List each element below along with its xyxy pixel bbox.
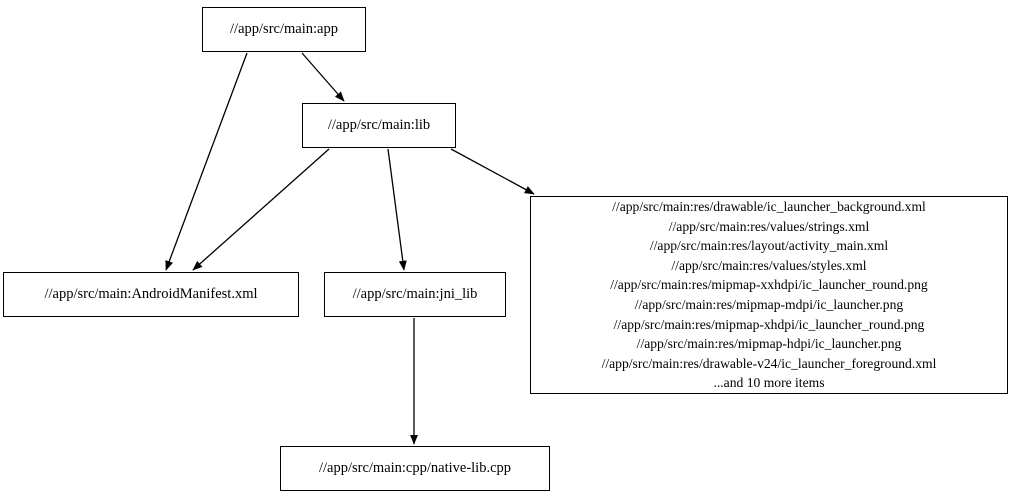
node-lib-label: //app/src/main:lib xyxy=(327,117,431,134)
resource-line-6: //app/src/main:res/mipmap-xhdpi/ic_launc… xyxy=(613,316,925,332)
resource-line-1: //app/src/main:res/values/strings.xml xyxy=(668,218,870,234)
node-native-lib-cpp[interactable]: //app/src/main:cpp/native-lib.cpp xyxy=(280,446,550,491)
resource-line-0: //app/src/main:res/drawable/ic_launcher_… xyxy=(612,199,926,215)
resource-line-3: //app/src/main:res/values/styles.xml xyxy=(671,257,867,273)
edge-lib-to-manifest xyxy=(192,148,330,271)
node-android-manifest[interactable]: //app/src/main:AndroidManifest.xml xyxy=(3,272,299,317)
edge-app-to-lib xyxy=(301,52,345,102)
edge-app-to-manifest xyxy=(165,52,248,271)
node-resources-group[interactable]: //app/src/main:res/drawable/ic_launcher_… xyxy=(530,196,1008,394)
node-resources-group-lines: //app/src/main:res/drawable/ic_launcher_… xyxy=(602,197,937,393)
node-jni-lib-label: //app/src/main:jni_lib xyxy=(352,286,478,303)
resource-line-9: ...and 10 more items xyxy=(713,375,825,391)
node-android-manifest-label: //app/src/main:AndroidManifest.xml xyxy=(44,286,258,303)
node-lib[interactable]: //app/src/main:lib xyxy=(302,103,456,148)
resource-line-7: //app/src/main:res/mipmap-hdpi/ic_launch… xyxy=(636,336,902,352)
resource-line-4: //app/src/main:res/mipmap-xxhdpi/ic_laun… xyxy=(610,277,928,293)
resource-line-5: //app/src/main:res/mipmap-mdpi/ic_launch… xyxy=(634,297,904,312)
edge-lib-to-jni_lib xyxy=(387,148,407,271)
resource-line-2: //app/src/main:res/layout/activity_main.… xyxy=(649,238,889,254)
node-app[interactable]: //app/src/main:app xyxy=(202,7,366,52)
resource-line-8: //app/src/main:res/drawable-v24/ic_launc… xyxy=(601,355,937,371)
edge-lib-to-resources xyxy=(450,148,535,195)
node-app-label: //app/src/main:app xyxy=(230,21,338,38)
node-jni-lib[interactable]: //app/src/main:jni_lib xyxy=(324,272,506,317)
node-native-lib-cpp-label: //app/src/main:cpp/native-lib.cpp xyxy=(318,460,512,477)
